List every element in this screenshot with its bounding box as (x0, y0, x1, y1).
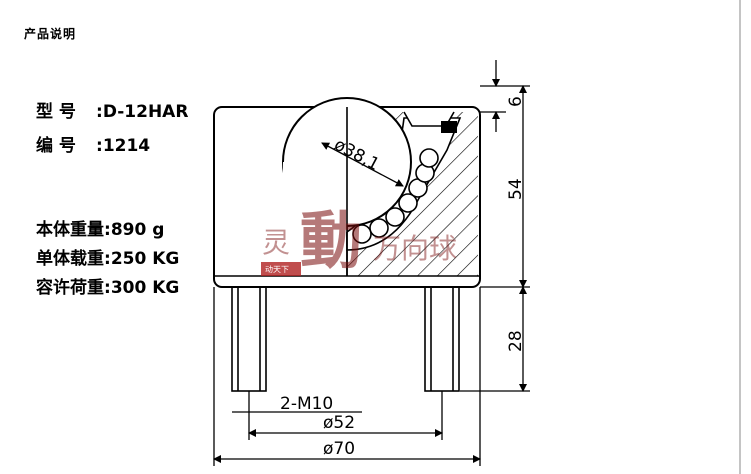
spec-value: 1214 (102, 136, 151, 156)
dim-bottom (213, 287, 481, 466)
spec-model: 型 号:D-12HAR (36, 97, 188, 122)
support-balls (352, 148, 439, 244)
spec-value: 300 KG (110, 278, 180, 298)
page-title: 产品说明 (24, 27, 77, 41)
dim-stud-length: 28 (506, 330, 526, 352)
spec-unit-load: 单体载重:250 KG (36, 244, 179, 269)
dim-right (460, 60, 530, 392)
dim-height: 54 (506, 178, 526, 200)
spec-value: 890 g (110, 220, 165, 240)
svg-text:動: 動 (300, 204, 362, 277)
svg-text:动天下: 动天下 (265, 264, 289, 274)
stud-left (231, 286, 267, 392)
dim-bolt-spacing: ø52 (323, 413, 355, 433)
dim-top-gap: 6 (506, 96, 526, 107)
stud-right (424, 286, 460, 392)
ball-dia-leader (321, 142, 404, 187)
spec-label: 本体重量 (36, 220, 104, 240)
svg-text:万向球: 万向球 (373, 232, 457, 265)
dim-body-dia: ø70 (323, 439, 355, 459)
spec-weight: 本体重量:890 g (36, 215, 164, 240)
seal-stamp (261, 262, 301, 276)
spec-label: 编 号 (36, 136, 76, 156)
spec-label: 容许荷重 (36, 278, 104, 298)
spec-code: 编 号:1214 (36, 131, 150, 156)
spec-label: 单体载重 (36, 249, 104, 269)
dim-thread: 2-M10 (280, 394, 333, 414)
svg-text:灵: 灵 (262, 226, 290, 259)
seal-ring-icon (441, 121, 457, 133)
spec-value: D-12HAR (102, 102, 189, 122)
spec-value: 250 KG (110, 249, 180, 269)
spec-label: 型 号 (36, 102, 76, 122)
watermark-logo: 灵 動 万向球 动天下 (261, 204, 457, 277)
spec-allowable-load: 容许荷重:300 KG (36, 273, 179, 298)
